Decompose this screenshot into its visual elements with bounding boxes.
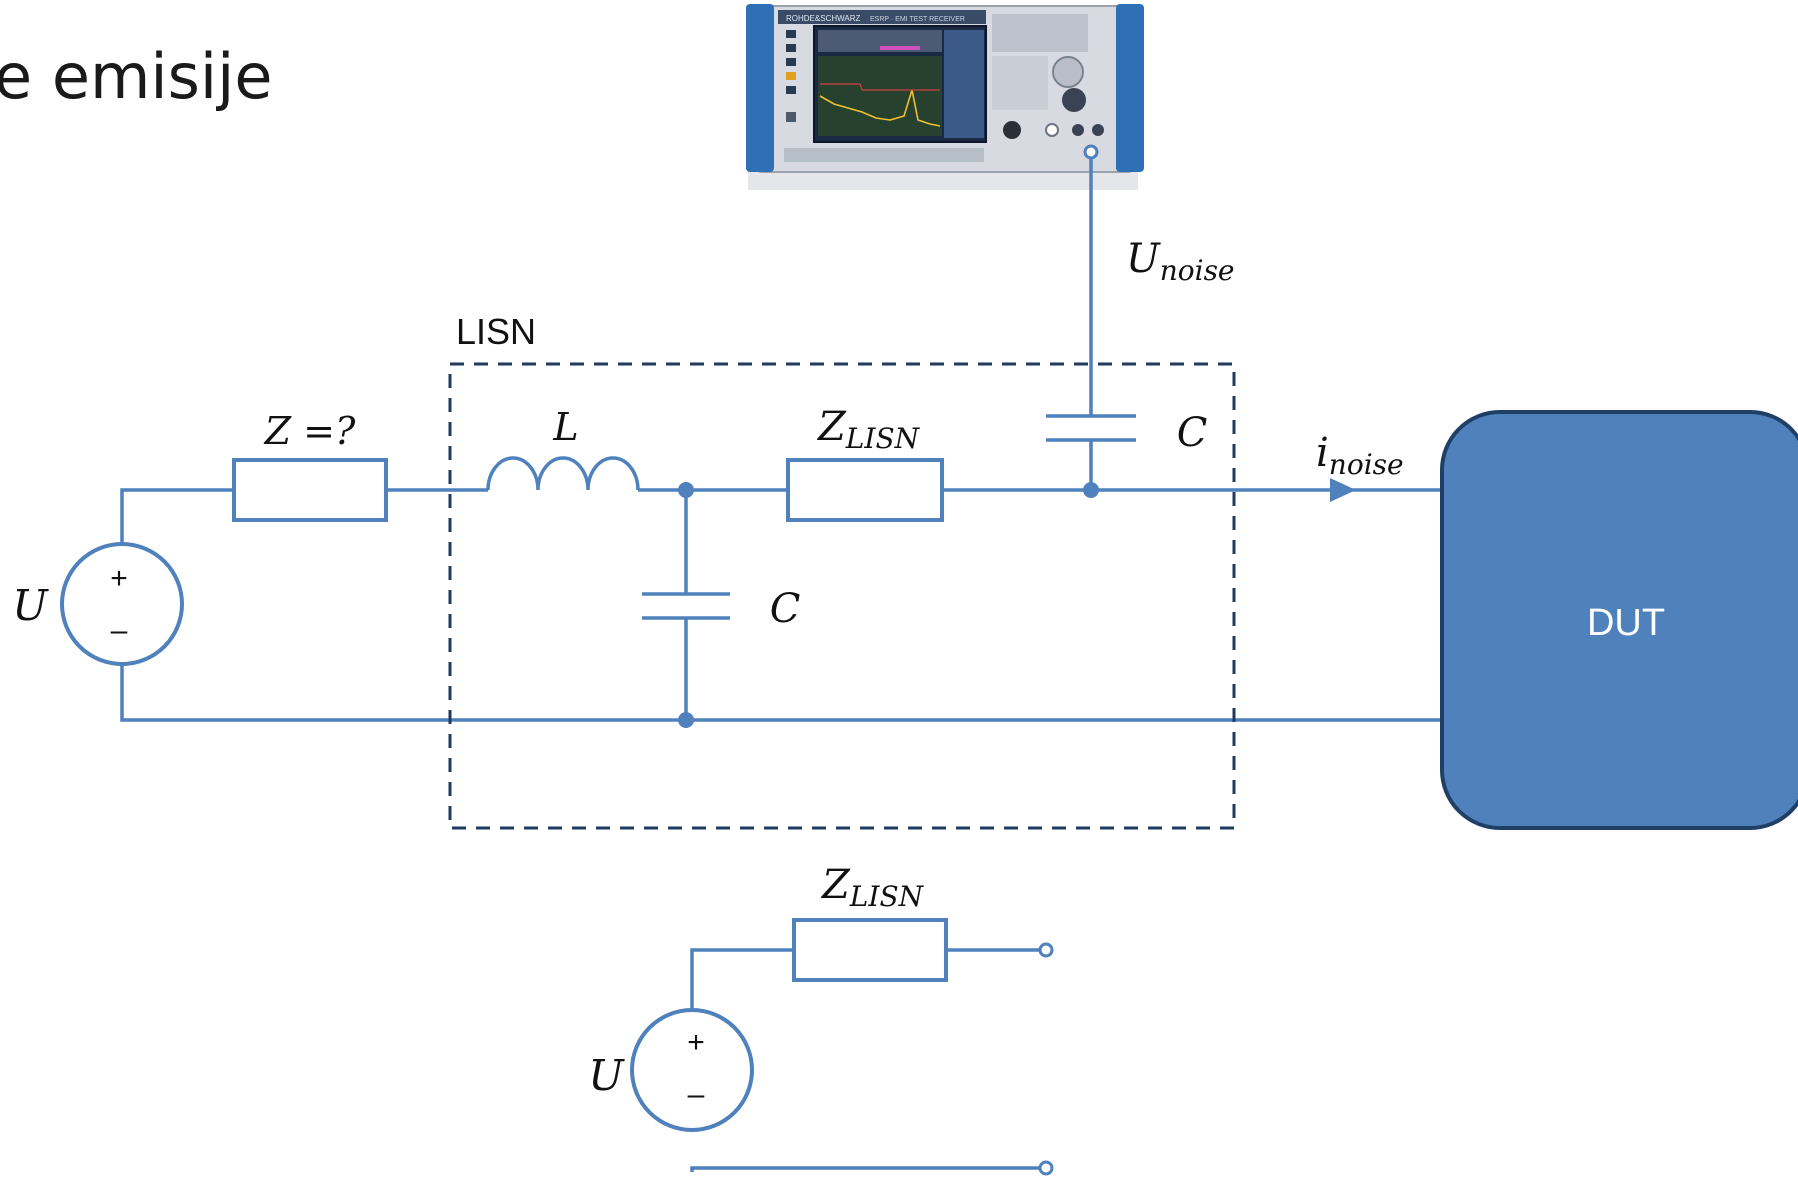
lisn-impedance-label: ZLISN [816,404,921,455]
lisn-label: LISN [456,311,536,352]
source-voltage-label: U [12,581,49,630]
minus-sign: – [111,614,128,647]
inductor [486,456,640,491]
plus-sign: + [110,562,128,595]
receiver-model: ESRP · EMI TEST RECEIVER [870,16,965,23]
dut-label: DUT [1587,602,1665,644]
coupling-capacitor [1046,414,1136,442]
minus-sign: – [688,1078,705,1111]
shunt-capacitor-label: C [770,586,801,632]
output-terminal [1038,1160,1054,1176]
voltage-source: + – [60,542,184,666]
noise-voltage-label: Unoise [1126,236,1235,287]
junction-dot [678,712,694,728]
output-terminal [1038,942,1054,958]
junction-dot [678,482,694,498]
equivalent-lisn-impedance-label: ZLISN [820,862,925,913]
receiver-input-port [1083,144,1099,160]
inductor-label: L [552,405,578,449]
current-arrow-icon [1330,478,1356,502]
slide-title: e emisije [0,40,273,113]
noise-current-label: inoise [1316,430,1404,481]
equivalent-source-label: U [588,1051,625,1100]
wiring [120,152,1440,1172]
plus-sign: + [687,1026,705,1059]
dut-block [1440,410,1798,830]
emi-test-receiver-icon: ROHDE&SCHWARZ ESRP · EMI TEST RECEIVER [746,4,1144,190]
coupling-capacitor-label: C [1177,410,1208,456]
shunt-capacitor [642,592,730,620]
junction-dot [1083,482,1099,498]
series-impedance [232,458,388,522]
lisn-boundary [448,362,1236,830]
equivalent-lisn-impedance [792,918,948,982]
lisn-impedance [786,458,944,522]
equivalent-voltage-source: + – [630,1008,754,1132]
receiver-brand: ROHDE&SCHWARZ [786,14,860,23]
series-impedance-label: Z =? [264,409,356,453]
